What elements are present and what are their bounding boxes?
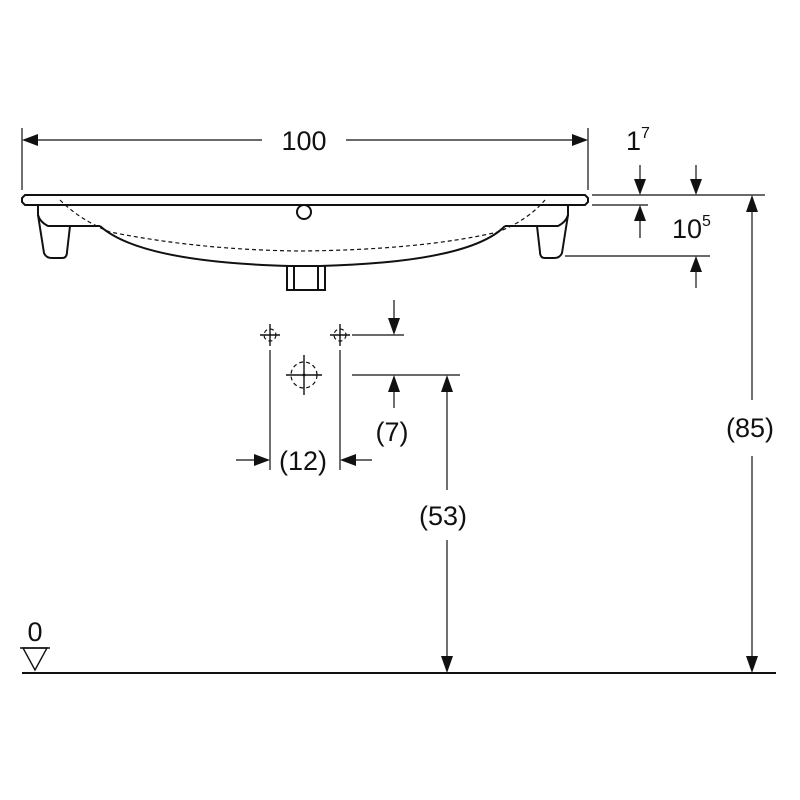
overflow-hole <box>296 204 312 220</box>
width-label: 100 <box>281 126 326 156</box>
basin-depth-label: 105 <box>672 213 711 244</box>
drain-height-label: (53) <box>419 501 467 531</box>
width-arrow-left <box>22 134 38 146</box>
washbasin-outline <box>21 194 589 291</box>
leg-left <box>37 214 71 259</box>
depth-arrow-top <box>634 205 646 221</box>
depth-arrow-bottom <box>690 256 702 272</box>
tap-hole-center-dot <box>302 373 306 377</box>
rim-thickness-dimension: 17 <box>592 125 765 206</box>
bowl-outer <box>99 225 506 267</box>
floor-level-triangle <box>21 647 49 672</box>
leg-right <box>536 214 569 259</box>
body-right-shoulder <box>505 205 569 227</box>
drain-spigot <box>286 266 326 291</box>
tap-offset-label: (7) <box>376 417 409 447</box>
rim-top <box>21 194 589 206</box>
floor-reference: 0 <box>20 617 776 674</box>
floor-level-label: 0 <box>27 617 42 647</box>
drain-height-dimension: (53) <box>419 375 467 673</box>
tap-holes <box>260 324 350 395</box>
total-height-label: (85) <box>726 413 774 443</box>
rim-thickness-label: 17 <box>626 125 650 156</box>
tap-spacing-dimension: (12) <box>236 350 372 476</box>
total-height-dimension: (85) <box>726 195 774 673</box>
tap-offset-arrow-top <box>388 318 400 335</box>
total-height-arrow-top <box>746 195 758 212</box>
tap-spacing-arrow-right <box>340 454 356 466</box>
tap-spacing-label: (12) <box>279 446 327 476</box>
drain-height-arrow-top <box>441 375 453 392</box>
rim-arrow-left <box>634 179 646 195</box>
total-height-arrow-bottom <box>746 656 758 673</box>
tap-offset-arrow-bottom <box>388 375 400 392</box>
basin-depth-dimension: 105 <box>565 205 711 288</box>
drain-height-arrow-bottom <box>441 656 453 673</box>
tap-offset-dimension: (7) <box>352 300 460 447</box>
width-dimension: 100 <box>21 126 589 190</box>
bowl-inner-hidden <box>59 199 546 252</box>
width-arrow-right <box>572 134 588 146</box>
tap-spacing-arrow-left <box>254 454 270 466</box>
rim-arrow-right <box>690 179 702 195</box>
